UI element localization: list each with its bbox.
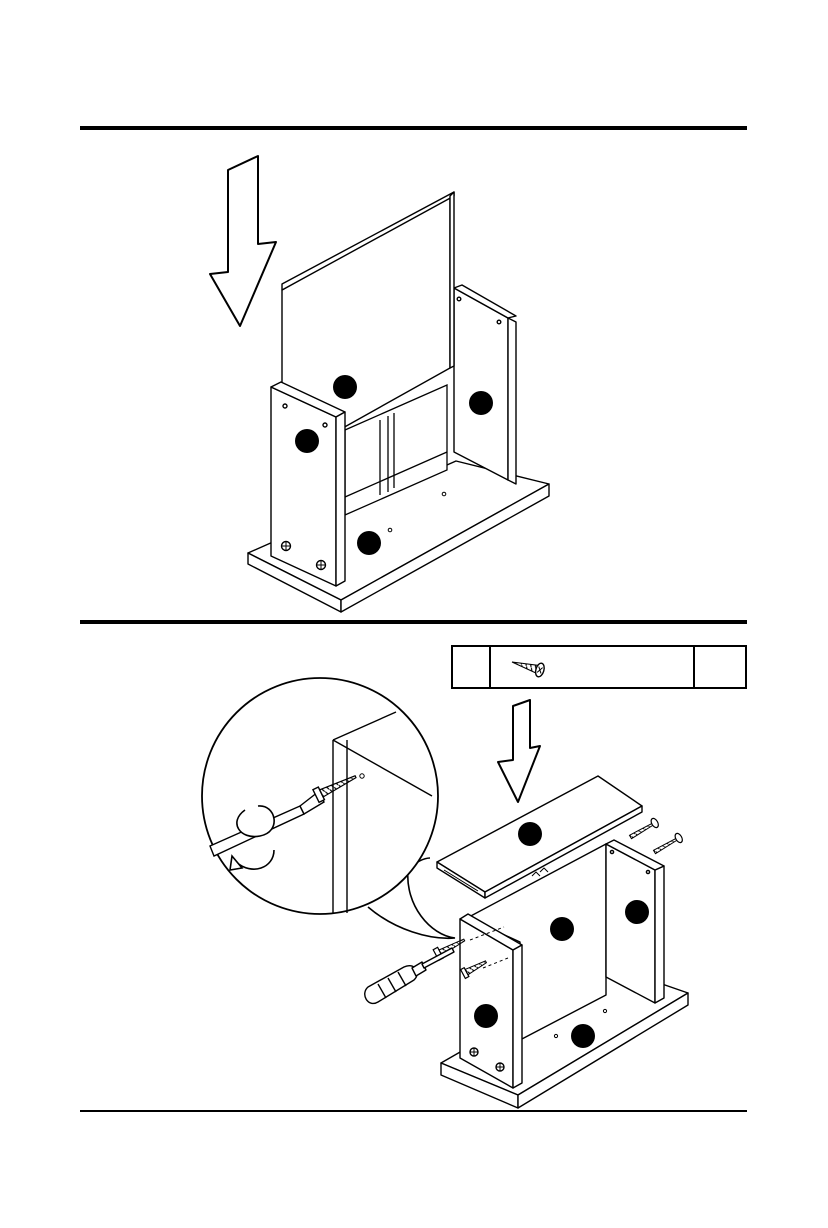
- part-callout-dot: [474, 1004, 498, 1028]
- hardware-box: [452, 646, 746, 688]
- part-callout-dot: [625, 900, 649, 924]
- base-hole: [442, 492, 446, 496]
- step-2-top-rule: [80, 620, 747, 624]
- step-1-panel: [80, 126, 747, 612]
- loose-screw: [652, 832, 684, 856]
- part-callout-dot: [550, 917, 574, 941]
- step-1-top-rule: [80, 126, 747, 130]
- base-hole: [388, 528, 392, 532]
- left-side-panel: [271, 382, 345, 586]
- screwdriver-icon: [365, 948, 454, 1003]
- left-side-panel: [460, 914, 522, 1088]
- step-2-panel: [80, 620, 747, 1108]
- part-callout-dot: [333, 375, 357, 399]
- part-callout-dot: [518, 822, 542, 846]
- page-bottom-rule: [80, 1110, 747, 1112]
- base-hole: [554, 1034, 557, 1037]
- base-hole: [603, 1009, 606, 1012]
- part-callout-dot: [295, 429, 319, 453]
- right-side-panel: [454, 285, 516, 484]
- part-callout-dot: [571, 1024, 595, 1048]
- loose-screw: [628, 817, 660, 841]
- part-callout-dot: [357, 531, 381, 555]
- detail-magnifier: [202, 678, 455, 938]
- down-arrow-icon: [210, 156, 276, 326]
- part-callout-dot: [469, 391, 493, 415]
- down-arrow-icon: [498, 700, 540, 802]
